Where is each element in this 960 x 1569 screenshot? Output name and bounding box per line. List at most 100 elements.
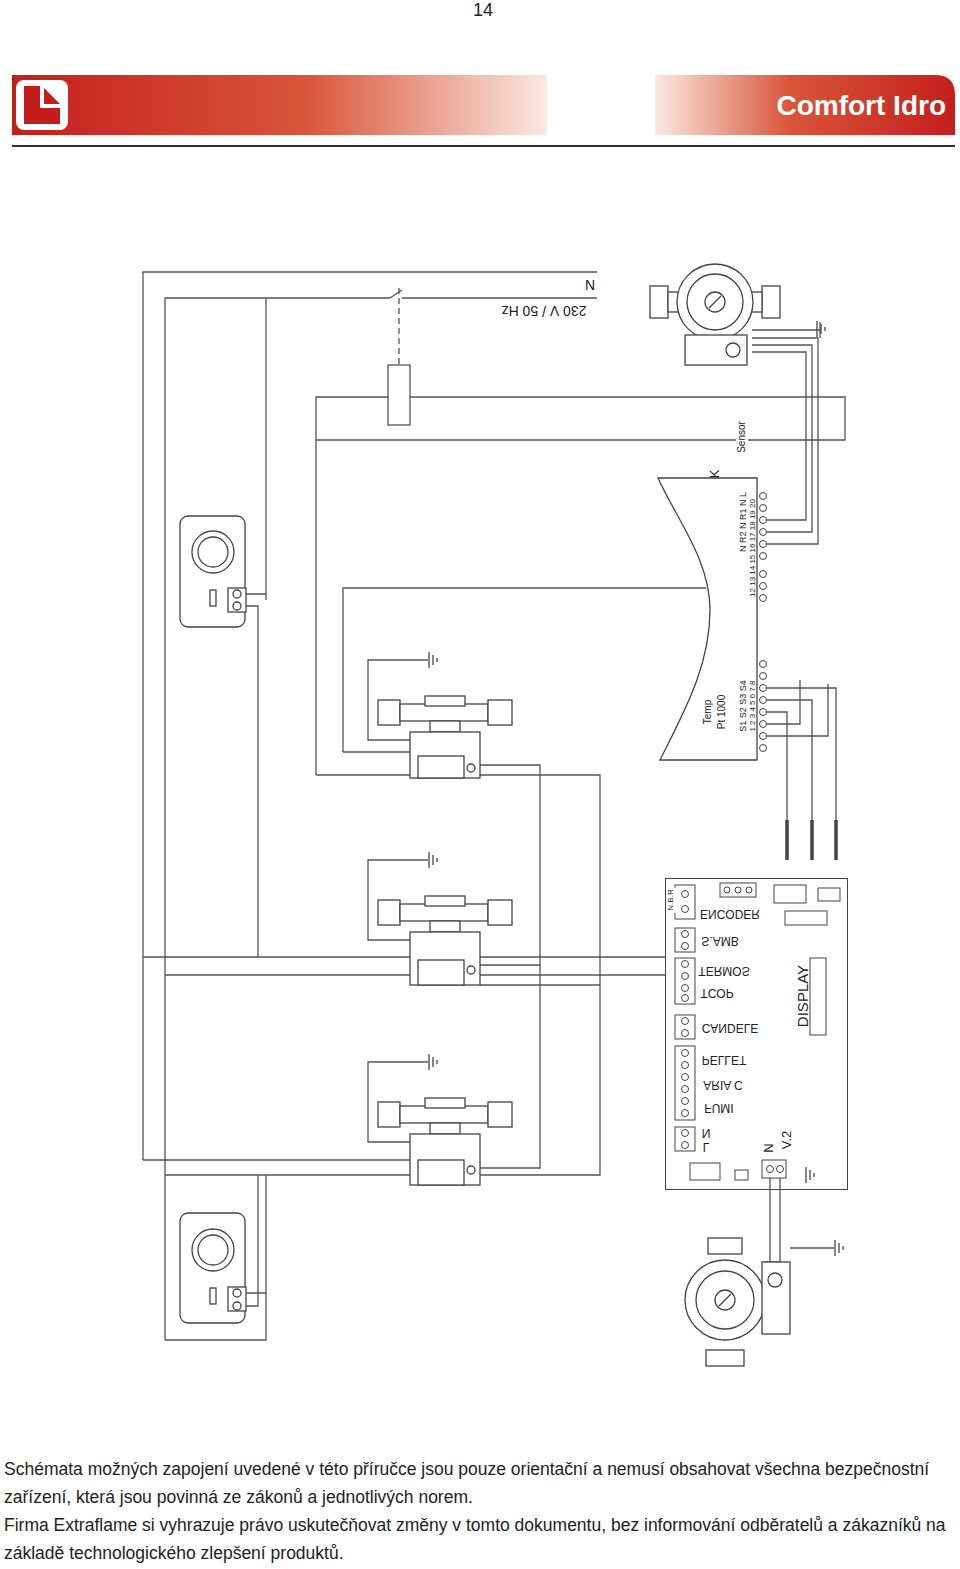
board-terminal bbox=[675, 883, 840, 1180]
circulation-pump-part bbox=[677, 264, 753, 340]
circulation-pump-part bbox=[705, 292, 725, 312]
circulation-pump bbox=[650, 264, 790, 1366]
ground-symbol-part bbox=[429, 652, 437, 668]
connector-name: PELLET bbox=[702, 1054, 747, 1066]
board-terminal-part bbox=[682, 1086, 689, 1093]
wire-part bbox=[245, 594, 266, 957]
board-terminal-part bbox=[690, 1163, 720, 1180]
room-thermostat-part bbox=[233, 1289, 241, 1297]
board-terminal-part bbox=[746, 887, 752, 893]
terminal-screw-part bbox=[760, 661, 767, 668]
room-thermostat-part bbox=[180, 1213, 245, 1323]
zone-valve-part bbox=[378, 696, 512, 778]
terminal-screw-part bbox=[760, 733, 767, 740]
board-terminal-part bbox=[682, 1074, 689, 1081]
board-terminal-part bbox=[682, 985, 689, 992]
header-band-part bbox=[44, 88, 60, 104]
terminal-numbers: 1 2 3 4 5 6 7 8 bbox=[749, 680, 757, 731]
ground-symbol-part bbox=[817, 321, 825, 337]
knob-label: K bbox=[708, 470, 721, 479]
terminal-name: V.2 bbox=[780, 1131, 793, 1149]
board-terminal-part bbox=[675, 1015, 695, 1039]
sensor-inputs: S1 S2 S3 S4 bbox=[739, 680, 748, 732]
board-terminal-part bbox=[682, 1142, 689, 1149]
header-band-part bbox=[24, 86, 60, 124]
terminal-name: N bbox=[702, 1127, 711, 1139]
terminal-screw-part bbox=[760, 745, 767, 752]
circulation-pump-part bbox=[768, 1273, 782, 1287]
room-thermostat-part bbox=[233, 602, 241, 610]
caption: Schémata možných zapojení uvedené v této… bbox=[4, 1455, 949, 1511]
zone-valve-part-part bbox=[430, 921, 460, 932]
board-terminal-part bbox=[675, 1127, 695, 1151]
board-terminal-part bbox=[762, 1160, 786, 1178]
terminal-screw-part bbox=[760, 541, 767, 548]
circulation-pump-part bbox=[709, 296, 721, 308]
room-thermostat-part bbox=[233, 1302, 241, 1310]
wire-part bbox=[316, 397, 845, 775]
terminal-screw-part bbox=[760, 697, 767, 704]
board-terminal-part bbox=[767, 1166, 774, 1173]
board-terminal-part bbox=[682, 1110, 689, 1117]
zone-valve-part-part bbox=[430, 721, 460, 732]
node-text: Pt 1000 bbox=[717, 695, 727, 729]
room-thermostat-part bbox=[198, 537, 228, 567]
board-terminal-part bbox=[785, 911, 827, 925]
circulation-pump-part bbox=[719, 1294, 731, 1306]
sensor-probe bbox=[787, 820, 836, 860]
conductor-name: N bbox=[585, 278, 595, 292]
board-terminal-part bbox=[675, 1046, 695, 1120]
room-thermostat-part bbox=[210, 590, 216, 606]
zone-valve-part-part bbox=[467, 764, 475, 772]
wire-part bbox=[316, 439, 470, 440]
wire-part bbox=[143, 1160, 410, 1175]
header-band-part bbox=[16, 80, 68, 130]
wire-part bbox=[480, 965, 600, 985]
board-terminal-part bbox=[675, 958, 695, 1004]
circulation-pump-part bbox=[685, 1260, 765, 1340]
board-terminal-part bbox=[682, 1050, 689, 1057]
wire bbox=[143, 272, 845, 1340]
connector-name: S.AMB bbox=[701, 935, 738, 947]
sensor-probe-part bbox=[785, 820, 789, 860]
wire-part bbox=[752, 322, 820, 338]
header-band-part bbox=[12, 145, 955, 147]
terminal-name: L bbox=[703, 1141, 710, 1153]
terminal-screw-part bbox=[760, 673, 767, 680]
wire-part bbox=[143, 272, 597, 1160]
board-terminal-part bbox=[682, 891, 689, 898]
wire-part bbox=[752, 338, 818, 544]
connector-name: N.B.R bbox=[666, 887, 676, 912]
wire-part bbox=[165, 290, 597, 1340]
zone-valve-part bbox=[378, 1098, 512, 1185]
board-terminal-part bbox=[682, 995, 689, 1002]
zone-valve-part-part bbox=[488, 900, 512, 925]
connector-name: CANDELE bbox=[702, 1022, 759, 1034]
zone-valve-part-part bbox=[425, 896, 465, 906]
connector-name: ARIA C bbox=[703, 1079, 742, 1091]
sensor-probe-part bbox=[810, 820, 814, 860]
zone-valve-part-part bbox=[378, 900, 400, 925]
terminal-screw-part bbox=[760, 721, 767, 728]
wire-part bbox=[767, 680, 836, 860]
header-band-part bbox=[12, 75, 547, 135]
ground-symbol-part bbox=[429, 852, 437, 868]
board-terminal-part bbox=[735, 887, 741, 893]
terminal-name: N bbox=[762, 1143, 775, 1152]
terminal-screw-part bbox=[760, 595, 767, 602]
wire-part bbox=[343, 751, 410, 752]
zone-valve-part-part bbox=[378, 1102, 400, 1127]
wire-part bbox=[790, 1247, 834, 1248]
zone-valve-part-part bbox=[467, 1166, 475, 1174]
terminal-screw-part bbox=[760, 583, 767, 590]
zone-valve-part-part bbox=[410, 1134, 480, 1185]
circulation-pump-part bbox=[715, 1290, 735, 1310]
zone-valve-part bbox=[378, 896, 512, 985]
wire-part bbox=[165, 1175, 266, 1340]
connector-name: FUMI bbox=[704, 1102, 733, 1114]
board-terminal-part bbox=[682, 1062, 689, 1069]
circulation-pump-part bbox=[706, 1350, 744, 1366]
connector-name: TCOP bbox=[700, 987, 733, 999]
